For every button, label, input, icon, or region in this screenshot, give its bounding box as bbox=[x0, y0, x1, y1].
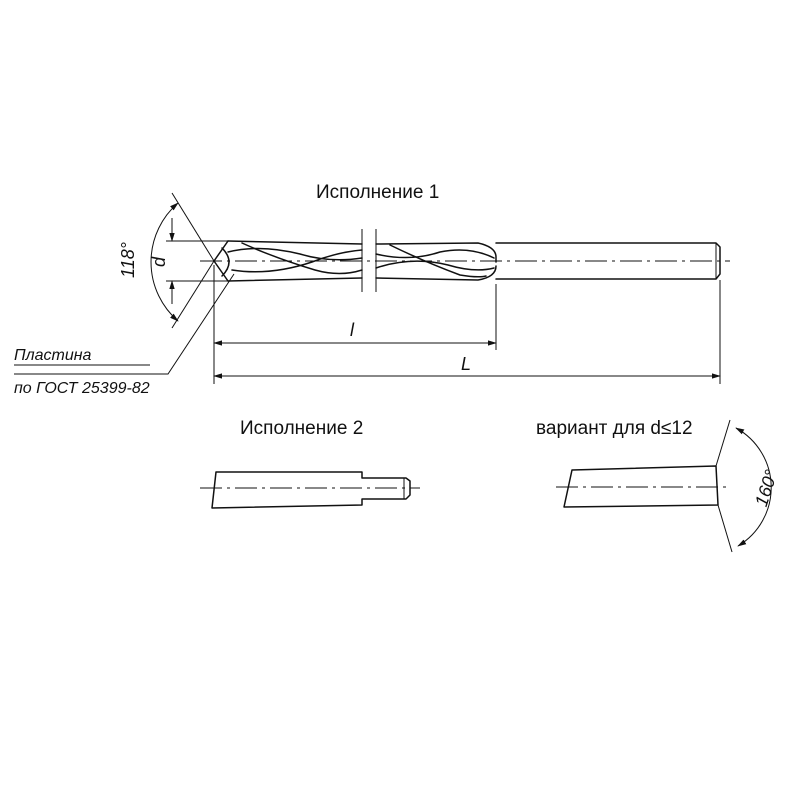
point-angle-label: 118° bbox=[118, 242, 138, 278]
point-angle-dimension: 118° bbox=[118, 192, 215, 329]
tail-angle-label: 160° bbox=[751, 467, 782, 509]
insert-callout: Пластина по ГОСТ 25399-82 bbox=[14, 273, 235, 397]
callout-line2: по ГОСТ 25399-82 bbox=[14, 380, 150, 397]
shank-variant bbox=[556, 465, 726, 508]
drill-version1 bbox=[200, 229, 730, 292]
version1-title: Исполнение 1 bbox=[316, 182, 439, 203]
flute-length-label: l bbox=[350, 320, 355, 340]
tail-angle-dimension: 160° bbox=[715, 419, 782, 553]
callout-line1: Пластина bbox=[14, 347, 92, 364]
total-length-label: L bbox=[461, 354, 471, 374]
version2-title: Исполнение 2 bbox=[240, 418, 363, 439]
flute-length-dimension: l bbox=[213, 265, 497, 384]
diameter-label: d bbox=[149, 256, 169, 267]
total-length-dimension: L bbox=[213, 280, 721, 384]
shank-version2 bbox=[200, 471, 420, 509]
variant-title: вариант для d≤12 bbox=[536, 418, 693, 439]
